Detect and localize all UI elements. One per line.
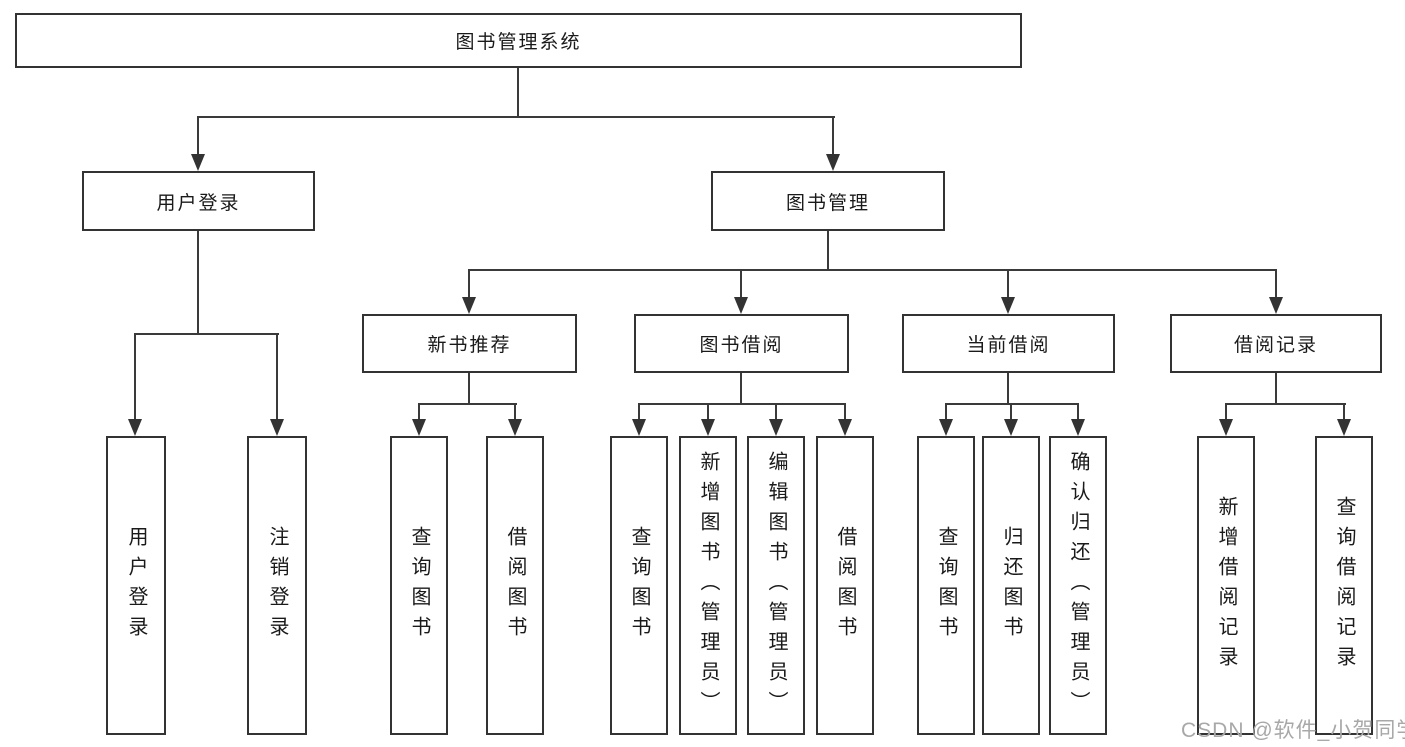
node-library-system: 图书管理系统: [15, 13, 1022, 68]
leaf-user-login: 用户登录: [106, 436, 166, 735]
connector-line: [1077, 403, 1079, 423]
leaf-query-books-borrow: 查询图书: [610, 436, 668, 735]
leaf-label: 查询借阅记录: [1333, 495, 1355, 676]
arrow-down-icon: [734, 297, 748, 314]
watermark: CSDN @软件_小贺同学: [1181, 719, 1405, 742]
leaf-borrow-books-borrow: 借阅图书: [816, 436, 874, 735]
leaf-label: 借阅图书: [504, 525, 526, 646]
node-book-borrow: 图书借阅: [634, 314, 849, 373]
node-borrow-records: 借阅记录: [1170, 314, 1382, 373]
connector-line: [707, 403, 709, 423]
connector-line: [945, 403, 947, 423]
node-book-management: 图书管理: [711, 171, 945, 231]
arrow-down-icon: [462, 297, 476, 314]
leaf-label: 借阅图书: [834, 525, 856, 646]
leaf-label: 用户登录: [125, 525, 147, 646]
leaf-label: 查询图书: [408, 525, 430, 646]
arrow-down-icon: [826, 154, 840, 171]
connector-line: [827, 231, 829, 271]
arrow-down-icon: [191, 154, 205, 171]
arrow-down-icon: [838, 419, 852, 436]
arrow-down-icon: [632, 419, 646, 436]
leaf-label: 查询图书: [935, 525, 957, 646]
arrow-down-icon: [769, 419, 783, 436]
arrow-down-icon: [1219, 419, 1233, 436]
connector-line: [514, 403, 516, 423]
connector-line: [1275, 373, 1277, 405]
connector-line: [1225, 403, 1346, 405]
arrow-down-icon: [701, 419, 715, 436]
connector-line: [740, 373, 742, 405]
node-new-book-recommend: 新书推荐: [362, 314, 577, 373]
connector-line: [468, 373, 470, 405]
connector-line: [418, 403, 420, 423]
connector-line: [517, 68, 519, 118]
node-user-login: 用户登录: [82, 171, 315, 231]
leaf-label: 归还图书: [1000, 525, 1022, 646]
connector-line: [740, 269, 742, 299]
arrow-down-icon: [1001, 297, 1015, 314]
leaf-confirm-return-admin: 确认归还（管理员）: [1049, 436, 1107, 735]
connector-line: [197, 116, 199, 158]
arrow-down-icon: [1004, 419, 1018, 436]
arrow-down-icon: [128, 419, 142, 436]
connector-line: [418, 403, 517, 405]
connector-line: [832, 116, 834, 158]
leaf-query-books-current: 查询图书: [917, 436, 975, 735]
leaf-label: 新增借阅记录: [1215, 495, 1237, 676]
leaf-label: 确认归还（管理员）: [1067, 450, 1089, 721]
connector-line: [276, 333, 278, 423]
connector-line: [1007, 373, 1009, 405]
leaf-query-books-recommend: 查询图书: [390, 436, 448, 735]
connector-line: [197, 116, 835, 118]
connector-line: [844, 403, 846, 423]
connector-line: [197, 231, 199, 335]
node-current-borrow: 当前借阅: [902, 314, 1115, 373]
connector-line: [638, 403, 846, 405]
arrow-down-icon: [508, 419, 522, 436]
leaf-edit-book-admin: 编辑图书（管理员）: [747, 436, 805, 735]
connector-line: [1275, 269, 1277, 299]
arrow-down-icon: [412, 419, 426, 436]
arrow-down-icon: [1337, 419, 1351, 436]
leaf-return-book: 归还图书: [982, 436, 1040, 735]
leaf-borrow-books-recommend: 借阅图书: [486, 436, 544, 735]
leaf-label: 编辑图书（管理员）: [765, 450, 787, 721]
leaf-query-borrow-record: 查询借阅记录: [1315, 436, 1373, 735]
connector-line: [1007, 269, 1009, 299]
arrow-down-icon: [1269, 297, 1283, 314]
connector-line: [945, 403, 1079, 405]
connector-line: [1010, 403, 1012, 423]
connector-line: [775, 403, 777, 423]
connector-line: [134, 333, 279, 335]
leaf-add-book-admin: 新增图书（管理员）: [679, 436, 737, 735]
leaf-label: 新增图书（管理员）: [697, 450, 719, 721]
connector-line: [134, 333, 136, 423]
arrow-down-icon: [270, 419, 284, 436]
connector-line: [468, 269, 1277, 271]
leaf-label: 注销登录: [266, 525, 288, 646]
connector-line: [1225, 403, 1227, 423]
connector-line: [1343, 403, 1345, 423]
leaf-logout: 注销登录: [247, 436, 307, 735]
arrow-down-icon: [1071, 419, 1085, 436]
leaf-label: 查询图书: [628, 525, 650, 646]
connector-line: [468, 269, 470, 299]
leaf-add-borrow-record: 新增借阅记录: [1197, 436, 1255, 735]
connector-line: [638, 403, 640, 423]
arrow-down-icon: [939, 419, 953, 436]
